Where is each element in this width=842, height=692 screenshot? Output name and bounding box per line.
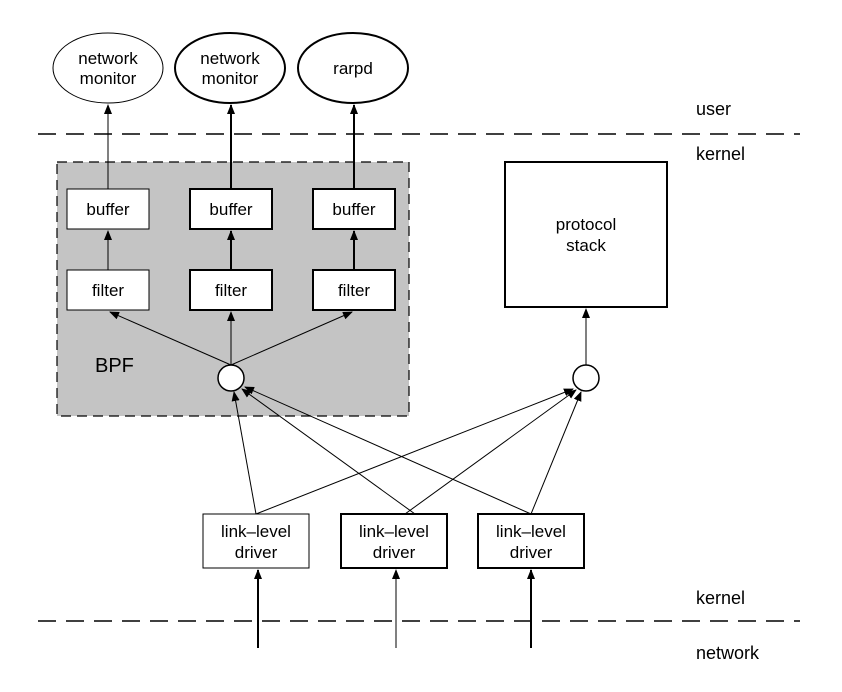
filter-box-3: [312, 269, 396, 311]
process-2-line2: monitor: [202, 69, 259, 88]
arrow-driver2-to-protocol-tap: [404, 389, 577, 515]
layer-label-user: user: [696, 99, 731, 119]
filter-label-3: filter: [338, 281, 370, 300]
buffer-box-1: [66, 188, 150, 230]
protocol-stack-line1: protocol: [556, 215, 616, 234]
driver-2-line1: link–level: [359, 522, 429, 541]
process-1-line1: network: [78, 49, 138, 68]
process-rarpd: [297, 32, 409, 104]
driver-2-line2: driver: [373, 543, 416, 562]
arrow-driver1-to-protocol-tap: [255, 388, 574, 515]
protocol-stack-box: [504, 161, 668, 308]
buffer-label-2: buffer: [209, 200, 253, 219]
arrow-tap-to-filter1: [109, 311, 232, 366]
protocol-stack-line2: stack: [566, 236, 606, 255]
driver-1-line2: driver: [235, 543, 278, 562]
layer-label-kernel-top: kernel: [696, 144, 745, 164]
buffer-label-3: buffer: [332, 200, 376, 219]
protocol-tap-node: [572, 364, 600, 392]
arrow-driver3-to-bpf-tap: [244, 386, 532, 515]
process-3-line1: rarpd: [333, 59, 373, 78]
driver-box-2: [340, 513, 448, 569]
buffer-label-1: buffer: [86, 200, 130, 219]
layer-label-kernel-bottom: kernel: [696, 588, 745, 608]
arrow-driver3-to-protocol-tap: [530, 391, 582, 515]
bpf-tap-node: [217, 364, 245, 392]
arrow-tap-to-filter3: [230, 311, 353, 366]
process-2-line1: network: [200, 49, 260, 68]
arrow-driver2-to-bpf-tap: [241, 388, 416, 515]
filter-label-2: filter: [215, 281, 247, 300]
buffer-box-2: [189, 188, 273, 230]
bpf-label: BPF: [95, 355, 134, 377]
driver-box-1: [202, 513, 310, 569]
driver-1-line1: link–level: [221, 522, 291, 541]
layer-label-network: network: [696, 643, 760, 663]
process-network-monitor-1: [52, 32, 164, 104]
process-network-monitor-2: [174, 32, 286, 104]
filter-label-1: filter: [92, 281, 124, 300]
arrow-driver1-to-bpf-tap: [231, 391, 257, 515]
process-1-line2: monitor: [80, 69, 137, 88]
driver-3-line2: driver: [510, 543, 553, 562]
driver-box-3: [477, 513, 585, 569]
driver-3-line1: link–level: [496, 522, 566, 541]
